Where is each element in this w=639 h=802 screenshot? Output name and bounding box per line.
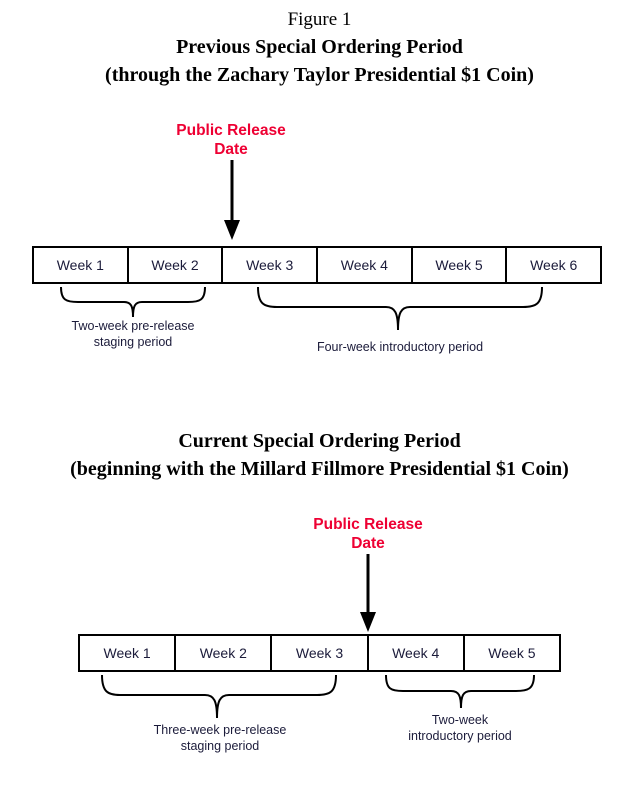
diagram-1-public-release-arrow-icon: [221, 160, 243, 249]
figure-label: Figure 1: [287, 9, 352, 30]
diagram-2-title-line-1: Current Special Ordering Period: [178, 430, 461, 452]
diagram-2-staging-period-brace-icon: [99, 674, 339, 722]
diagram-2-title-line-2: (beginning with the Millard Fillmore Pre…: [70, 458, 569, 480]
week-cell: Week 2: [129, 248, 224, 282]
diagram-2-introductory-period-brace-icon: [383, 674, 538, 712]
week-cell: Week 2: [176, 636, 273, 670]
diagram-1-title-line-1: Previous Special Ordering Period: [176, 36, 463, 58]
week-cell: Week 1: [80, 636, 177, 670]
diagram-2-introductory-period-caption: Two-week introductory period: [358, 712, 562, 744]
week-cell: Week 5: [413, 248, 508, 282]
diagram-1-staging-period-brace-icon: [58, 286, 208, 320]
caption-line-2: introductory period: [408, 729, 512, 743]
public-release-label-line-1: Public Release: [176, 122, 286, 139]
caption-line-1: Three-week pre-release: [153, 723, 287, 737]
public-release-label-line-2: Date: [351, 535, 385, 552]
caption-line-1: Four-week introductory period: [316, 340, 484, 354]
public-release-label-line-2: Date: [214, 141, 248, 158]
diagram-2-week-table: Week 1 Week 2 Week 3 Week 4 Week 5: [78, 634, 561, 672]
week-cell: Week 3: [223, 248, 319, 282]
diagram-2-staging-period-caption: Three-week pre-release staging period: [118, 722, 322, 754]
week-cell: Week 4: [318, 248, 413, 282]
diagram-1-staging-period-caption: Two-week pre-release staging period: [32, 318, 234, 350]
diagram-1-introductory-period-caption: Four-week introductory period: [290, 339, 510, 355]
week-cell: Week 4: [369, 636, 465, 670]
caption-line-1: Two-week pre-release: [71, 319, 195, 333]
diagram-1-week-table: Week 1 Week 2 Week 3 Week 4 Week 5 Week …: [32, 246, 602, 284]
diagram-1-introductory-period-brace-icon: [255, 286, 545, 334]
public-release-label-line-1: Public Release: [313, 516, 423, 533]
week-cell: Week 1: [34, 248, 129, 282]
diagram-1-public-release-label: Public Release Date: [131, 121, 331, 159]
caption-line-2: staging period: [93, 335, 173, 349]
caption-line-1: Two-week: [431, 713, 489, 727]
week-cell: Week 5: [488, 645, 536, 661]
week-cell: Week 3: [272, 636, 369, 670]
caption-line-2: staging period: [180, 739, 260, 753]
diagram-2-public-release-label: Public Release Date: [268, 515, 468, 553]
week-cell: Week 6: [530, 257, 578, 273]
diagram-1-title-line-2: (through the Zachary Taylor Presidential…: [105, 64, 534, 86]
diagram-2-public-release-arrow-icon: [357, 554, 379, 641]
